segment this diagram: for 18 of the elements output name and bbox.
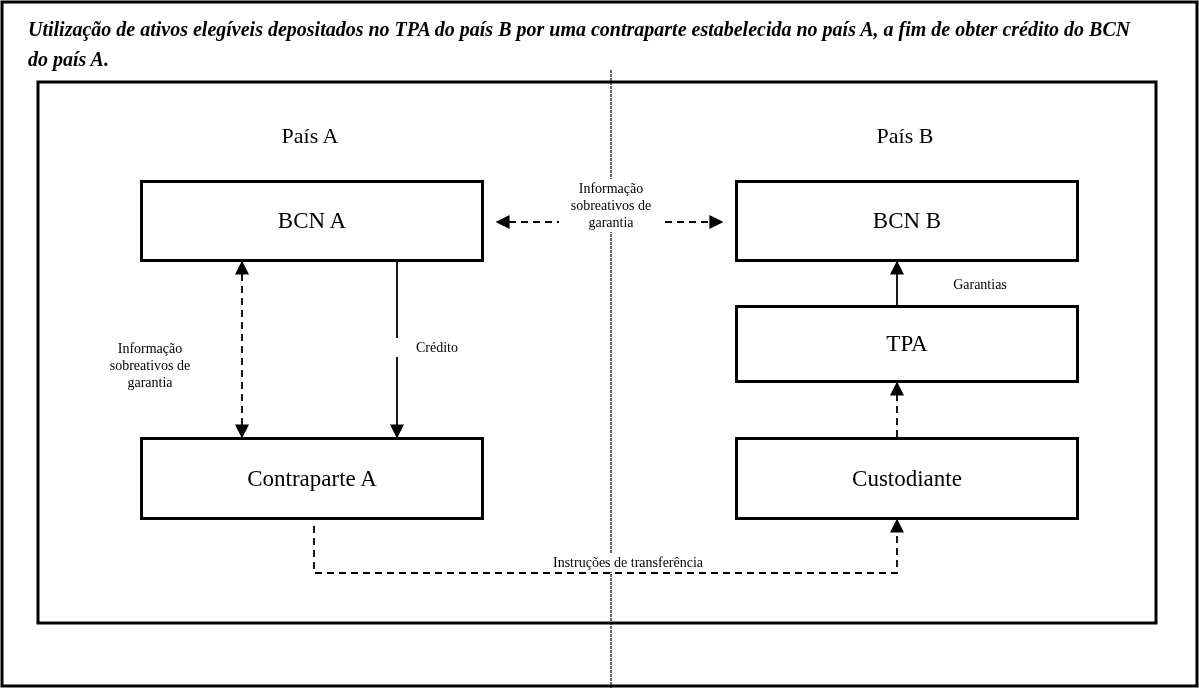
arrow bbox=[235, 260, 249, 439]
box-label: Contraparte A bbox=[247, 465, 377, 492]
box-label: BCN B bbox=[872, 208, 942, 234]
process-box bbox=[735, 180, 1079, 262]
process-box bbox=[735, 305, 1079, 383]
arrow bbox=[390, 261, 404, 439]
arrow bbox=[890, 381, 904, 438]
diagram-title: Utilização de ativos elegíveis depositados no TPA do país B por uma contraparte estabelecida no país A, a fim de obter crédito do BCN do país A. bbox=[28, 17, 1132, 73]
process-box bbox=[735, 437, 1079, 520]
edge-label: Informação sobreativos de garantia bbox=[559, 178, 663, 232]
process-box bbox=[140, 180, 484, 262]
arrow bbox=[313, 518, 904, 574]
box-label: BCN A bbox=[277, 208, 347, 234]
box-label: Custodiante bbox=[852, 465, 962, 492]
edge-label: Instruções de transferência bbox=[551, 552, 706, 572]
arrow bbox=[890, 260, 904, 306]
process-box bbox=[140, 437, 484, 520]
box-label: TPA bbox=[886, 331, 928, 357]
